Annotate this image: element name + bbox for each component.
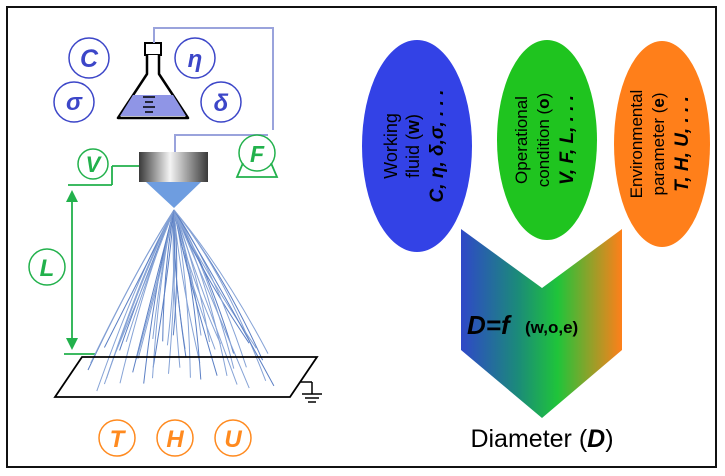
working-fluid-line2: fluid (w) [403,114,423,178]
fluid-symbol-c: C [80,45,99,73]
voltage-symbol: V [86,152,103,177]
voltage-indicator: V [68,148,139,186]
spray-fiber [173,209,238,385]
spray-fiber [173,209,269,354]
nozzle-icon [139,152,208,208]
diameter-chevron [461,229,622,418]
operational-line1: Operational [512,96,531,184]
spray-fiber [162,209,175,342]
spray-fiber [173,209,222,345]
environmental-parameter-ellipse [614,41,710,247]
spray-fiber [173,209,201,364]
fluid-parameter-delta: δ [200,81,242,123]
env-symbol-t: T [110,426,127,453]
fluid-parameter-C: C [68,37,110,79]
spray-fiber [173,209,250,389]
operational-symbols: V, F, L, . . . [557,95,578,185]
ground-icon [302,382,322,403]
environmental-line2: parameter (e) [649,92,668,195]
env-symbol-h: H [166,426,184,453]
spray-fiber [96,209,175,392]
environmental-parameter-label: Environmental parameter (e) T, H, U, . .… [627,90,693,199]
env-parameter-T: T [98,419,136,457]
environmental-line1: Environmental [627,90,646,199]
diameter-output-label: Diameter (D) [470,425,613,453]
spray-fiber [173,209,187,358]
spray-fiber [173,209,235,369]
operational-condition-label: Operational condition (o) V, F, L, . . . [512,93,578,188]
fluid-symbol-sigma: σ [66,89,83,116]
figure-frame [6,6,717,468]
collector-plate [53,356,319,398]
operational-line2: condition (o) [534,93,553,188]
working-fluid-label: Working fluid (w) C, η, δ,σ, . . . [381,90,448,203]
env-parameter-H: H [156,419,194,457]
fluid-parameter-eta: η [174,37,216,79]
operational-condition-ellipse [497,40,597,240]
spray-fiber [90,209,175,364]
fluid-symbol-delta: δ [214,90,229,117]
fluid-parameter-sigma: σ [53,81,95,123]
length-symbol: L [40,255,55,282]
spray-fiber [125,209,175,343]
environmental-symbols: T, H, U, . . . [672,96,693,192]
working-fluid-line1: Working [381,113,401,179]
fluid-symbol-eta: η [188,46,203,73]
formula-args: (w,o,e) [525,318,578,337]
env-parameter-U: U [214,419,252,457]
syringe-pump-icon: F [235,134,279,178]
spray-fiber [152,209,175,368]
env-symbol-u: U [224,426,242,453]
tubing-line [153,27,274,152]
flow-symbol: F [250,141,265,167]
working-fluid-ellipse [362,40,472,252]
flask-icon [116,42,190,120]
distance-arrow: L [28,190,96,355]
working-fluid-symbols: C, η, δ,σ, . . . [427,90,448,203]
spray-fiber [173,209,275,387]
spray-fiber [173,209,228,376]
spray-fiber [173,209,202,380]
spray-fiber [152,209,175,379]
spray-icon [87,209,275,392]
formula-main: D=f [467,310,512,340]
